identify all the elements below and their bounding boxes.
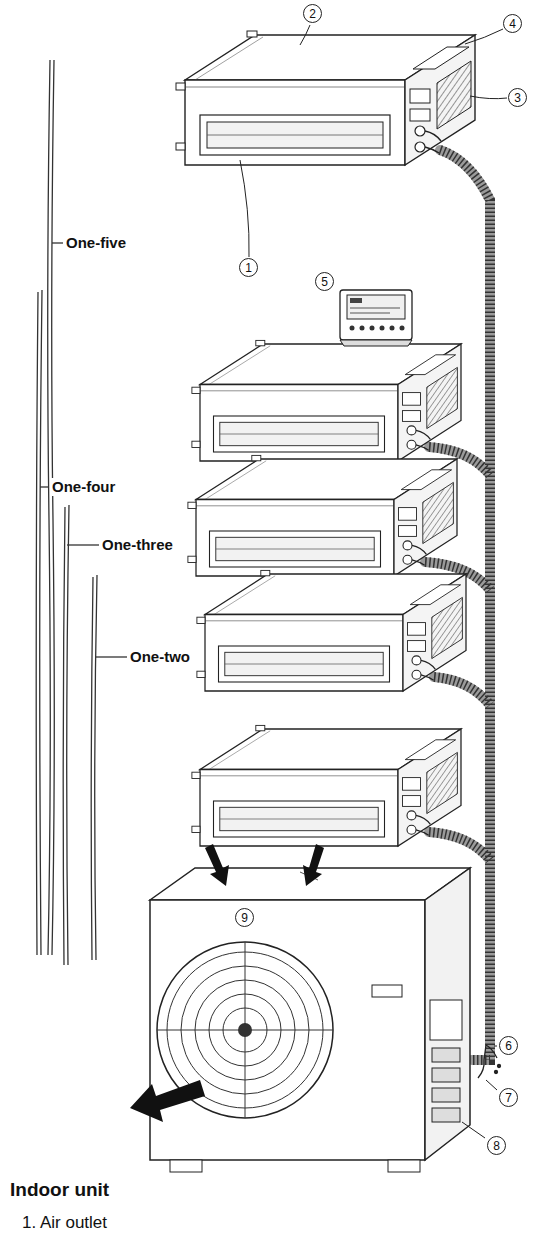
callout-number: 5 (315, 272, 334, 291)
wired-controller (340, 290, 412, 346)
callout-number: 3 (508, 88, 527, 107)
part-list-item: 1. Air outlet (22, 1212, 107, 1234)
section-heading: Indoor unit (10, 1178, 109, 1202)
callout-number: 1 (239, 258, 258, 277)
callout-number: 7 (499, 1088, 518, 1107)
indoor-duct-unit (176, 31, 475, 165)
callout-number: 6 (499, 1036, 518, 1055)
airflow-arrow (130, 844, 324, 1122)
leader-line (240, 25, 507, 1138)
unit-count-label: One-five (64, 234, 128, 252)
unit-count-label: One-four (50, 478, 117, 496)
drain-hose (478, 1045, 501, 1078)
indoor-duct-unit (188, 455, 457, 576)
callout-number: 4 (503, 14, 522, 33)
indoor-duct-unit (197, 570, 466, 691)
callout-number: 8 (487, 1136, 506, 1155)
unit-count-brackets (36, 60, 127, 965)
callout-number: 2 (303, 4, 322, 23)
indoor-duct-unit (192, 340, 461, 461)
outdoor-unit (150, 868, 470, 1172)
unit-count-label: One-two (128, 648, 192, 666)
indoor-duct-unit (192, 725, 461, 846)
unit-count-label: One-three (100, 536, 175, 554)
